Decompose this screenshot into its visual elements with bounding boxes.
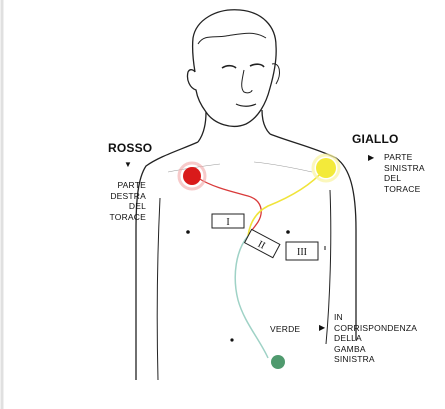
device-box-1-label: I	[226, 217, 229, 228]
nose	[242, 70, 252, 93]
left-torso-line	[157, 198, 160, 380]
device-box-3-label: III	[297, 247, 307, 258]
yellow-line-3: DEL	[384, 173, 425, 184]
red-line-2: DESTRA	[96, 191, 146, 202]
hair-line	[198, 33, 266, 44]
yellow-description: PARTE SINISTRA DEL TORACE	[384, 152, 425, 194]
right-nipple	[286, 230, 290, 234]
yellow-line-4: TORACE	[384, 184, 425, 195]
green-line-1: IN	[334, 312, 417, 323]
yellow-line-1: PARTE	[384, 152, 425, 163]
head-outline	[187, 10, 276, 127]
green-right-arrow: ▶	[319, 323, 325, 332]
green-line-3: DELLA	[334, 333, 417, 344]
red-title: ROSSO	[108, 141, 152, 155]
green-lead	[235, 236, 268, 358]
green-description: IN CORRISPONDENZA DELLA GAMBA SINISTRA	[334, 312, 417, 365]
navel	[230, 338, 233, 341]
red-down-arrow: ▼	[124, 160, 132, 169]
red-line-1: PARTE	[96, 180, 146, 191]
yellow-line-2: SINISTRA	[384, 163, 425, 174]
red-description: PARTE DESTRA DEL TORACE	[96, 180, 146, 222]
yellow-right-arrow: ▶	[368, 153, 374, 162]
mouth	[236, 104, 256, 106]
neck-left	[198, 112, 206, 142]
right-torso-line	[326, 190, 331, 344]
neck-right	[262, 110, 270, 134]
green-title: VERDE	[270, 324, 300, 335]
yellow-electrode	[316, 158, 336, 178]
right-eye	[250, 64, 264, 67]
red-line-3: DEL	[96, 201, 146, 212]
green-line-4: GAMBA	[334, 344, 417, 355]
yellow-title: GIALLO	[352, 132, 399, 146]
left-nipple	[186, 230, 190, 234]
left-eye	[222, 66, 236, 68]
red-line-4: TORACE	[96, 212, 146, 223]
collarbone-right	[254, 162, 312, 172]
red-electrode	[183, 167, 201, 185]
green-line-5: SINISTRA	[334, 354, 417, 365]
green-electrode	[271, 355, 285, 369]
green-line-2: CORRISPONDENZA	[334, 323, 417, 334]
